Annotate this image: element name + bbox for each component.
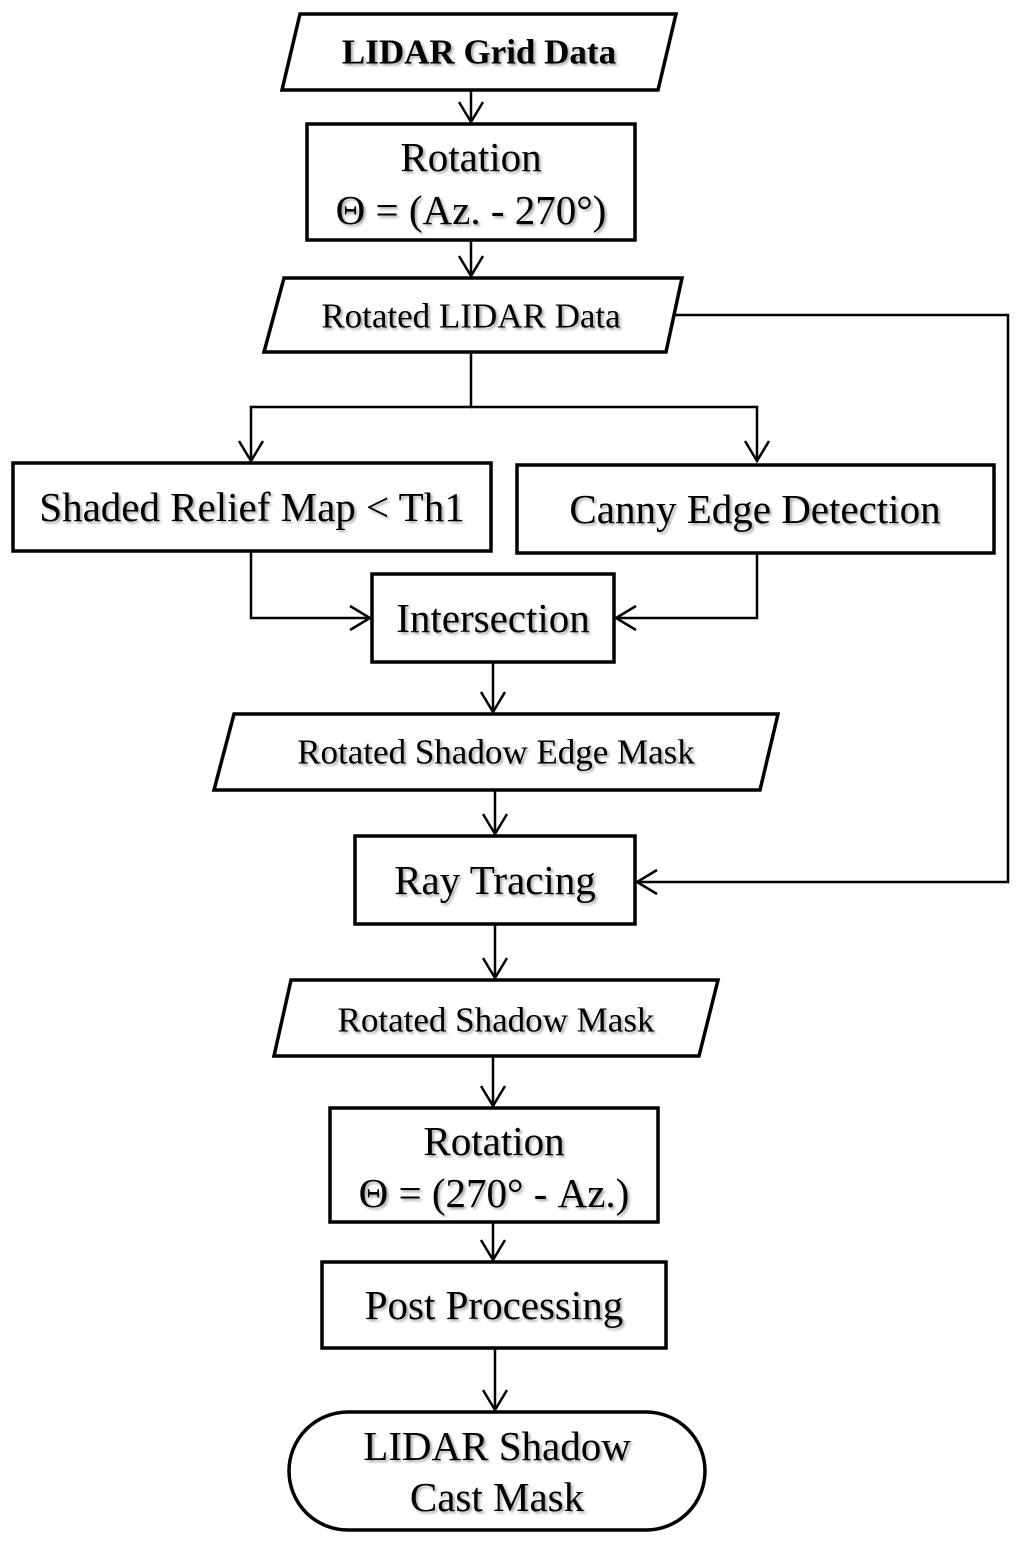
- node-label: Post Processing: [365, 1282, 624, 1328]
- node-lidar-grid-data: LIDAR Grid Data: [279, 12, 679, 92]
- node-label: Rotated Shadow Mask: [338, 1001, 655, 1040]
- arrowhead: [479, 691, 507, 715]
- node-rotation-2: Rotation Θ = (270° - Az.): [328, 1106, 660, 1224]
- connector-split-right: [471, 405, 759, 461]
- node-post-processing: Post Processing: [320, 1260, 668, 1350]
- node-label: Canny Edge Detection: [569, 486, 940, 532]
- node-rotated-lidar-data: Rotated LIDAR Data: [261, 276, 685, 354]
- node-label: Rotated Shadow Edge Mask: [297, 733, 695, 772]
- node-rotated-shadow-mask: Rotated Shadow Mask: [271, 978, 721, 1058]
- arrowhead: [634, 868, 658, 896]
- arrowhead: [481, 1389, 509, 1413]
- node-formula: Θ = (270° - Az.): [359, 1170, 630, 1216]
- node-formula: Θ = (Az. - 270°): [336, 187, 607, 233]
- arrowhead: [457, 255, 485, 279]
- connectors: [237, 90, 1010, 1413]
- connector-shaded-to-intersection: [249, 551, 370, 620]
- node-rotation-1: Rotation Θ = (Az. - 270°): [305, 122, 637, 242]
- connector-canny-to-intersection: [616, 553, 759, 620]
- arrowhead: [479, 1239, 507, 1263]
- node-label: Cast Mask: [410, 1474, 585, 1520]
- arrowhead: [481, 957, 509, 981]
- node-label: Rotated LIDAR Data: [321, 297, 621, 336]
- node-shaded-relief-map: Shaded Relief Map < Th1: [11, 461, 493, 553]
- node-intersection: Intersection: [370, 572, 616, 664]
- arrowhead: [237, 440, 265, 464]
- node-label: Intersection: [396, 595, 590, 641]
- arrowhead: [743, 440, 771, 464]
- arrowhead: [349, 604, 373, 632]
- node-canny-edge-detection: Canny Edge Detection: [515, 463, 996, 555]
- arrowhead: [479, 1085, 507, 1109]
- arrowhead: [481, 813, 509, 837]
- arrowhead: [613, 604, 637, 632]
- node-label: LIDAR Shadow: [363, 1423, 631, 1469]
- node-lidar-shadow-cast-mask: LIDAR Shadow Cast Mask: [287, 1410, 707, 1532]
- node-label: Rotation: [400, 134, 541, 180]
- connector-split: [249, 352, 473, 461]
- connector-rotated-data-to-ray-tracing: [637, 313, 1010, 884]
- node-label: LIDAR Grid Data: [342, 33, 616, 72]
- node-label: Shaded Relief Map < Th1: [39, 484, 464, 530]
- node-rotated-shadow-edge-mask: Rotated Shadow Edge Mask: [211, 712, 781, 792]
- node-ray-tracing: Ray Tracing: [353, 834, 637, 926]
- arrowhead: [457, 101, 485, 125]
- node-label: Ray Tracing: [394, 857, 596, 903]
- node-label: Rotation: [423, 1118, 564, 1164]
